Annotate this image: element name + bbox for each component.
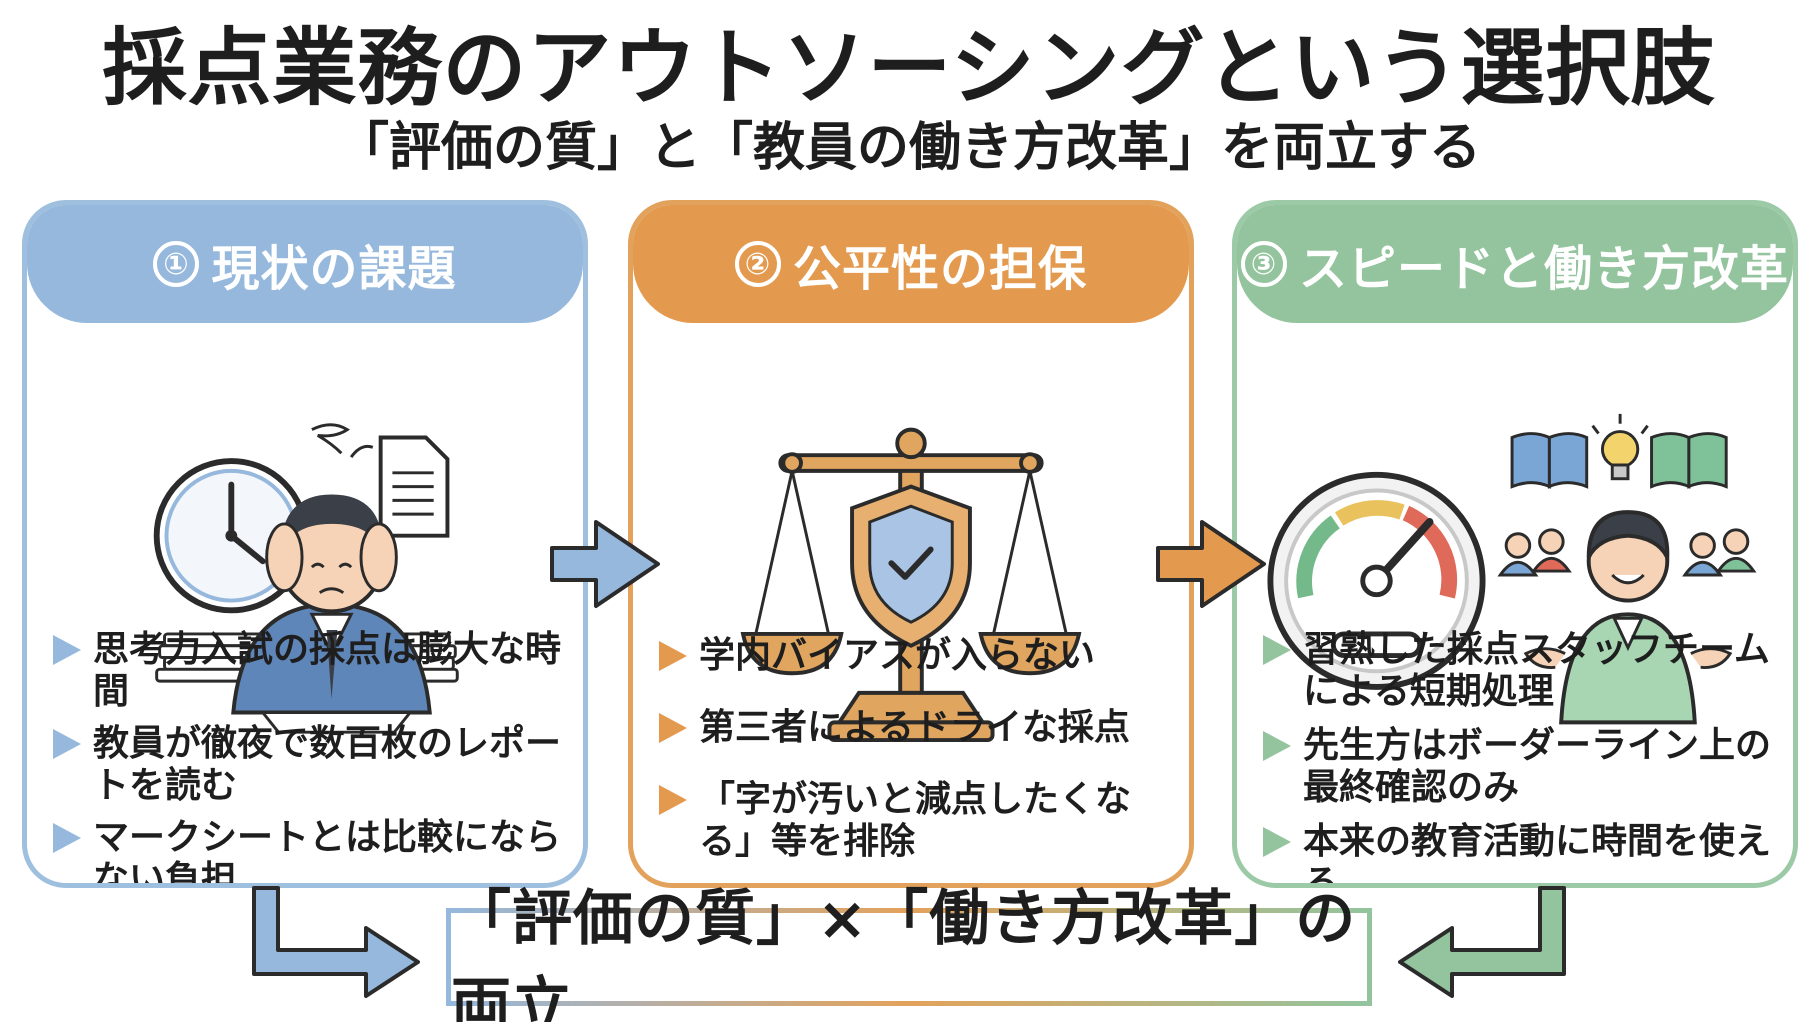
panel-heading: スピードと働き方改革 (1298, 241, 1789, 297)
bullet-text: 先生方はボーダーライン上の最終確認のみ (1303, 725, 1772, 808)
panel-current-issues: ① 現状の課題 (22, 200, 588, 888)
triangle-bullet-icon (1259, 629, 1303, 671)
triangle-bullet-icon (49, 629, 93, 671)
speedometer-icon (1267, 471, 1486, 690)
bullet-item: 「字が汚いと減点したくなる」等を排除 (655, 779, 1175, 863)
triangle-bullet-icon (1259, 821, 1303, 863)
panel-number: ③ (1240, 241, 1287, 287)
panel-fairness: ② 公平性の担保 学内バイアスが入らない (628, 200, 1194, 888)
students-icon (1497, 528, 1757, 577)
panel-number: ② (734, 241, 781, 287)
triangle-bullet-icon (1259, 725, 1303, 767)
document-icon (349, 435, 450, 538)
panel-header: ① 現状の課題 (27, 205, 583, 323)
bullet-text: 本来の教育活動に時間を使える (1303, 821, 1772, 888)
bullet-item: 先生方はボーダーライン上の最終確認のみ (1259, 725, 1779, 809)
scales-of-justice-illustration (740, 427, 1082, 742)
bullet-text: 第三者によるドライな採点 (699, 707, 1130, 748)
bullet-item: 本来の教育活動に時間を使える (1259, 821, 1779, 888)
worried-person-icon (231, 494, 432, 734)
book-icon (1510, 432, 1728, 489)
bullet-item: マークシートとは比較にならない負担 (49, 817, 569, 888)
triangle-bullet-icon (655, 707, 699, 749)
bullet-text: 教員が徹夜で数百枚のレポートを読む (93, 723, 562, 806)
triangle-bullet-icon (655, 635, 699, 677)
lightbulb-icon (1591, 413, 1649, 481)
page-subtitle: 「評価の質」と「教員の働き方改革」を両立する (336, 118, 1481, 178)
bullet-item: 習熟した採点スタッフチームによる短期処理 (1259, 629, 1779, 713)
bullet-text: マークシートとは比較にならない負担 (93, 817, 562, 888)
speed-and-teacher-illustration (1267, 413, 1757, 725)
bullet-list: 学内バイアスが入らない 第三者によるドライな採点 「字が汚いと減点したくなる」等… (655, 635, 1175, 863)
triangle-bullet-icon (49, 817, 93, 859)
result-banner: 「評価の質」×「働き方改革」の両立 (446, 884, 1372, 1022)
bullet-item: 教員が徹夜で数百枚のレポートを読む (49, 723, 569, 807)
panel-speed-workstyle: ③ スピードと働き方改革 (1232, 200, 1798, 888)
triangle-bullet-icon (655, 779, 699, 821)
panel-header: ③ スピードと働き方改革 (1237, 205, 1793, 323)
panel-heading: 公平性の担保 (792, 241, 1087, 297)
bullet-text: 習熟した採点スタッフチームによる短期処理 (1303, 629, 1770, 712)
elbow-arrow-icon (1398, 886, 1566, 998)
smiling-teacher-icon (1523, 510, 1733, 725)
stressed-teacher-illustration (153, 423, 459, 734)
shield-check-icon (850, 484, 972, 648)
bullet-text: 思考力入試の採点は膨大な時間 (93, 629, 562, 712)
bullet-item: 第三者によるドライな採点 (655, 707, 1175, 749)
bullet-item: 思考力入試の採点は膨大な時間 (49, 629, 569, 713)
triangle-bullet-icon (49, 723, 93, 765)
bullet-text: 「字が汚いと減点したくなる」等を排除 (699, 779, 1132, 862)
stress-swirl-icon (311, 423, 350, 455)
bullet-list: 思考力入試の採点は膨大な時間 教員が徹夜で数百枚のレポートを読む マークシートと… (49, 629, 569, 888)
bullet-list: 習熟した採点スタッフチームによる短期処理 先生方はボーダーライン上の最終確認のみ… (1259, 629, 1779, 888)
panel-header: ② 公平性の担保 (633, 205, 1189, 323)
page-title: 採点業務のアウトソーシングという選択肢 (102, 19, 1716, 117)
bullet-text: 学内バイアスが入らない (699, 635, 1096, 676)
elbow-arrow-icon (252, 886, 420, 998)
panel-number: ① (153, 241, 200, 287)
panel-heading: 現状の課題 (211, 241, 457, 297)
bullet-item: 学内バイアスが入らない (655, 635, 1175, 677)
